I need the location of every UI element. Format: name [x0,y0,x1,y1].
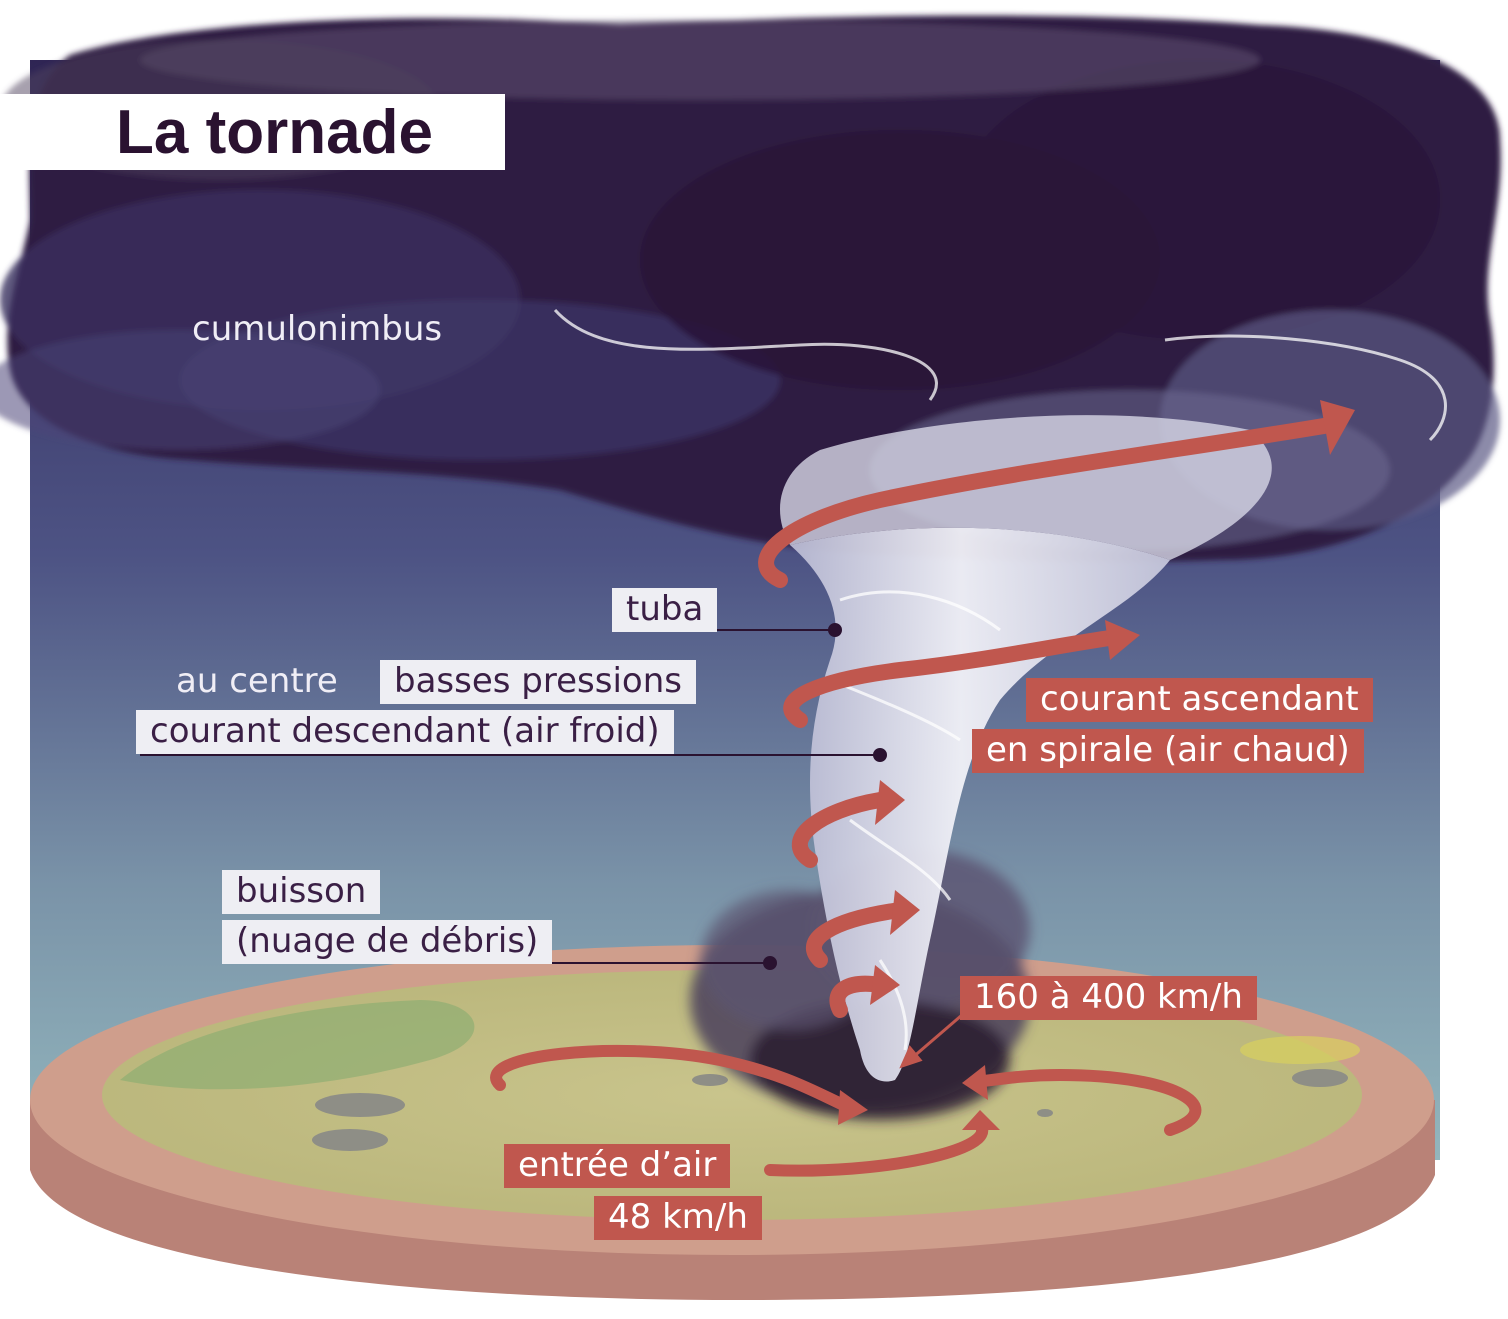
label-courant-ascendant-line1: courant ascendant [1026,678,1373,722]
label-buisson-line2: (nuage de débris) [222,920,553,964]
arrowheads [870,400,1355,1005]
label-tuba: tuba [612,588,718,632]
inflow-arrowheads [838,1065,1000,1130]
label-entree-air: entrée d’air [504,1144,731,1188]
updraft-spiral-arrows [758,417,1338,1018]
label-tornado-speed: 160 à 400 km/h [960,976,1257,1020]
label-buisson-line1: buisson [222,870,381,914]
ground-disc [30,945,1435,1300]
label-entree-speed: 48 km/h [594,1196,762,1240]
inflow-arrows [490,1044,1202,1177]
label-cumulonimbus: cumulonimbus [192,309,443,349]
label-basses-pressions: basses pressions [380,660,696,704]
page-title: La tornade [116,98,433,167]
title-banner: La tornade [0,94,505,170]
speed-pointer [899,1013,963,1069]
label-courant-ascendant-line2: en spirale (air chaud) [972,729,1364,773]
label-au-centre: au centre [176,661,338,701]
label-courant-descendant: courant descendant (air froid) [136,710,674,754]
